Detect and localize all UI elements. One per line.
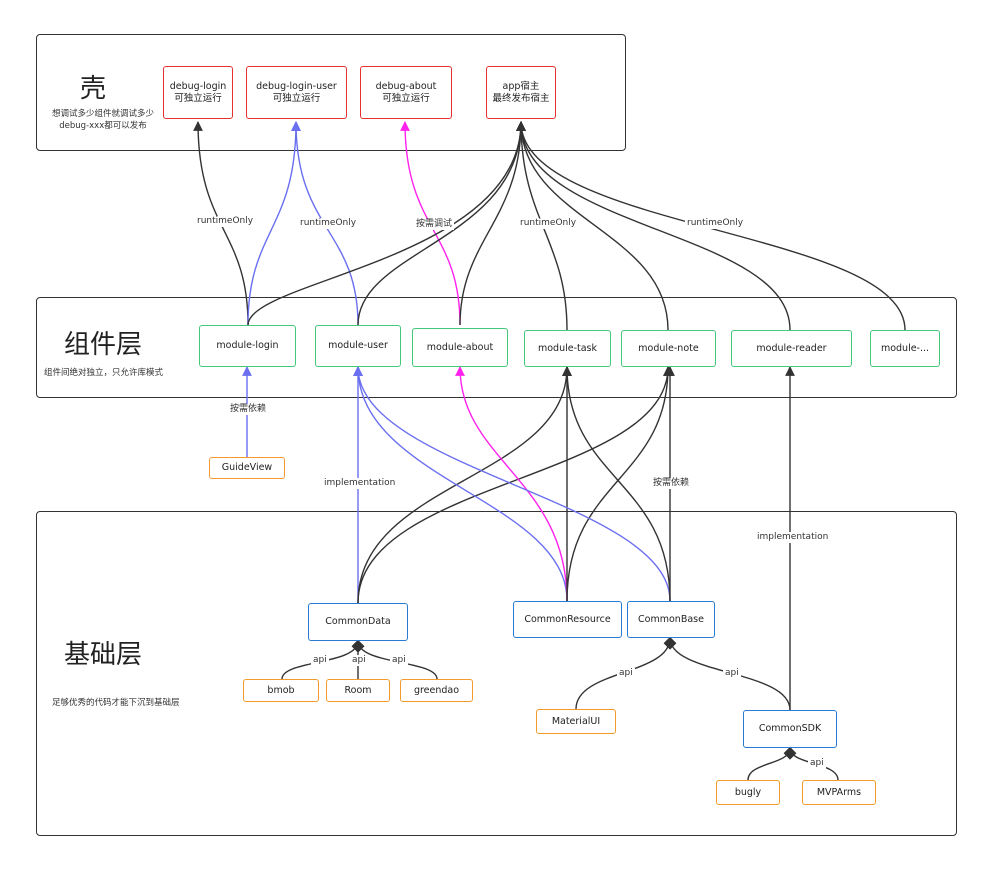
shell-layer-desc: 想调试多少组件就调试多少 debug-xxx都可以发布 <box>44 108 162 132</box>
label-ondemand-debug: 按需调试 <box>414 219 455 230</box>
node-bmob[interactable]: bmob <box>243 679 319 702</box>
label-api-greendao: api <box>390 655 408 666</box>
label-ondemand-base: 按需依赖 <box>651 478 692 489</box>
base-layer-desc: 足够优秀的代码才能下沉到基础层 <box>52 698 180 708</box>
edge-resource-note <box>566 366 673 602</box>
edge-commondata-note <box>357 366 673 604</box>
edge-base-task <box>562 366 671 602</box>
node-debug-about-line2: 可独立运行 <box>382 92 430 104</box>
node-materialui[interactable]: MaterialUI <box>536 709 616 734</box>
node-module-login[interactable]: module-login <box>199 325 296 367</box>
label-api-room: api <box>350 655 368 666</box>
shell-layer-title: 壳 <box>80 74 107 104</box>
edge-about-app <box>459 121 526 326</box>
node-app[interactable]: app宿主 最终发布宿主 <box>486 66 556 119</box>
node-module-user[interactable]: module-user <box>315 325 401 367</box>
edge-resource-user <box>353 366 568 602</box>
node-debug-login-user-line2: 可独立运行 <box>272 92 321 104</box>
node-module-note[interactable]: module-note <box>621 330 716 367</box>
node-commonsdk[interactable]: CommonSDK <box>743 710 837 748</box>
node-commonbase[interactable]: CommonBase <box>627 601 715 638</box>
component-layer-title: 组件层 <box>64 330 143 360</box>
node-commonresource[interactable]: CommonResource <box>513 601 622 638</box>
base-layer-title: 基础层 <box>64 640 143 670</box>
node-mvparms[interactable]: MVPArms <box>802 780 876 805</box>
node-debug-login-line2: 可独立运行 <box>174 92 222 104</box>
shell-desc-line2: debug-xxx都可以发布 <box>59 121 147 131</box>
node-bugly[interactable]: bugly <box>716 780 780 805</box>
label-runtime-login: runtimeOnly <box>195 216 256 227</box>
edge-bugly-commonsdk <box>747 746 797 781</box>
edge-commondata-task <box>357 366 572 604</box>
node-room[interactable]: Room <box>326 679 390 702</box>
edge-user-app <box>357 121 526 326</box>
label-runtime-task: runtimeOnly <box>518 218 579 229</box>
label-impl-data: implementation <box>322 478 398 489</box>
edge-login-debugloginuser <box>247 121 301 326</box>
label-api-material: api <box>617 668 635 679</box>
node-debug-about[interactable]: debug-about 可独立运行 <box>360 66 452 119</box>
node-debug-login[interactable]: debug-login 可独立运行 <box>163 66 233 119</box>
node-app-line2: 最终发布宿主 <box>492 92 550 104</box>
edge-login-debuglogin <box>193 121 249 326</box>
node-module-about[interactable]: module-about <box>412 328 508 367</box>
edge-note-app <box>516 121 669 331</box>
label-api-sdk: api <box>723 668 741 679</box>
edge-reader-app <box>516 121 791 331</box>
label-runtime-user: runtimeOnly <box>298 218 359 229</box>
edge-login-app <box>247 121 526 326</box>
node-module-task[interactable]: module-task <box>524 330 611 367</box>
node-debug-login-user-line1: debug-login-user <box>256 80 337 92</box>
node-greendao[interactable]: greendao <box>400 679 473 702</box>
label-api-bmob: api <box>311 655 329 666</box>
edge-resource-about <box>455 366 568 602</box>
node-module-reader[interactable]: module-reader <box>731 330 852 367</box>
label-ondemand-guide: 按需依赖 <box>228 404 269 415</box>
node-commondata[interactable]: CommonData <box>308 603 408 641</box>
edge-base-user <box>353 366 671 602</box>
node-debug-login-user[interactable]: debug-login-user 可独立运行 <box>246 66 347 119</box>
component-layer-desc: 组件间绝对独立，只允许库模式 <box>44 368 164 378</box>
node-debug-about-line1: debug-about <box>375 80 437 92</box>
edge-task-app <box>516 121 568 331</box>
node-guideview[interactable]: GuideView <box>209 457 285 479</box>
label-api-mvparms: api <box>808 758 826 769</box>
shell-desc-line1: 想调试多少组件就调试多少 <box>51 109 154 119</box>
node-module-more[interactable]: module-... <box>870 330 940 367</box>
node-debug-login-line1: debug-login <box>169 80 227 92</box>
node-app-line1: app宿主 <box>502 80 540 92</box>
label-runtime-reader: runtimeOnly <box>685 218 746 229</box>
label-impl-sdk: implementation <box>755 532 831 543</box>
